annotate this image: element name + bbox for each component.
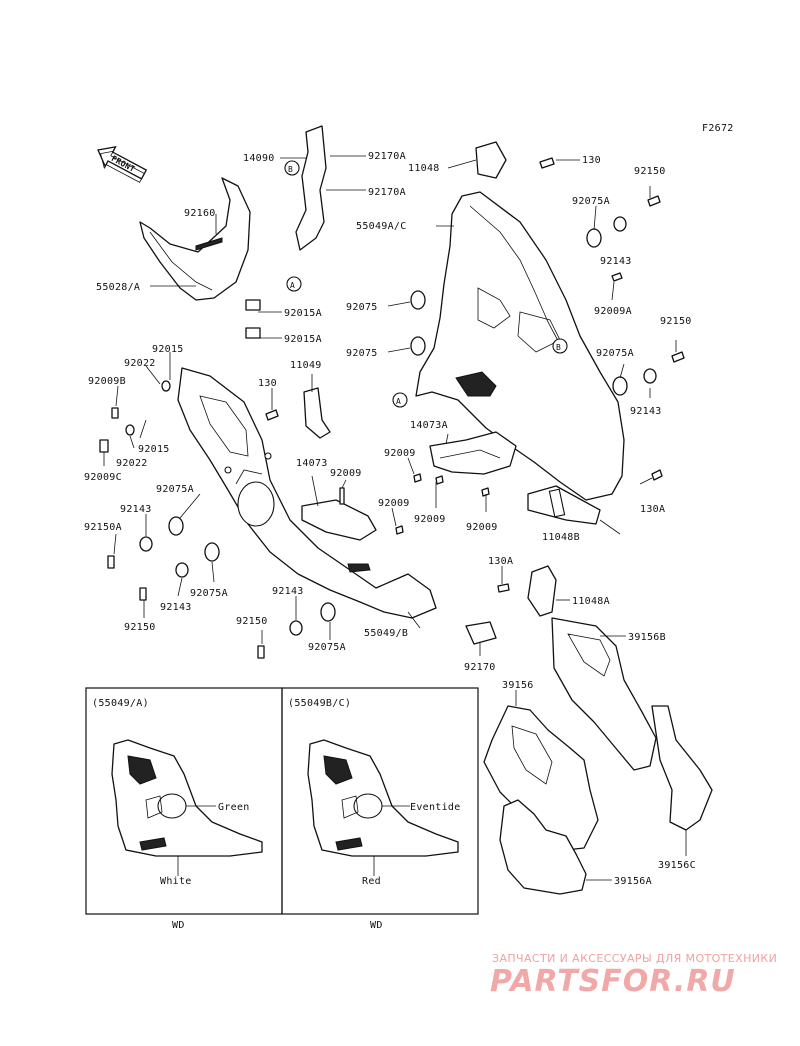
- label-14073: 14073: [296, 458, 328, 469]
- panel-39156A: [499, 799, 587, 895]
- inset-a-color-lower: White: [160, 876, 192, 887]
- bracket-11048B: [527, 485, 601, 525]
- leader-lines: [103, 155, 687, 881]
- label-39156A: 39156A: [614, 876, 652, 887]
- label-130-top: 130: [582, 155, 601, 166]
- label-92075A-l2: 92075A: [190, 588, 228, 599]
- label-92015A-2: 92015A: [284, 334, 322, 345]
- inset-a-color-upper: Green: [218, 802, 250, 813]
- label-92150-b: 92150: [236, 616, 268, 627]
- front-arrow-icon: FRONT: [97, 145, 148, 183]
- label-55028A: 55028/A: [96, 282, 140, 293]
- label-92170A-2: 92170A: [368, 187, 406, 198]
- label-92150-r1: 92150: [634, 166, 666, 177]
- label-92075A-r1: 92075A: [572, 196, 610, 207]
- panel-39156: [483, 705, 599, 851]
- label-92075A-b: 92075A: [308, 642, 346, 653]
- inset-a-caption: WD: [172, 920, 185, 931]
- label-92022-l2: 92022: [116, 458, 148, 469]
- inset-a: (55049/A) Green White: [92, 698, 263, 887]
- label-14090: 14090: [243, 153, 275, 164]
- label-130A-b: 130A: [488, 556, 513, 567]
- label-92075-1: 92075: [346, 302, 378, 313]
- label-92009C: 92009C: [84, 472, 122, 483]
- label-92143-b: 92143: [272, 586, 304, 597]
- callout-b-top: B: [288, 165, 293, 174]
- callout-a-right: A: [396, 397, 401, 406]
- part-labels: 14090 92170A 92170A 92160 55028/A A 9201…: [84, 151, 696, 887]
- front-label: FRONT: [110, 154, 137, 174]
- label-92143-r1: 92143: [600, 256, 632, 267]
- inset-b-title: (55049B/C): [288, 698, 351, 709]
- bracket-11048: [475, 141, 507, 179]
- label-11048A: 11048A: [572, 596, 610, 607]
- label-39156: 39156: [502, 680, 534, 691]
- inset-b-color-upper: Eventide: [410, 802, 461, 813]
- panel-39156C: [651, 705, 713, 831]
- panel-14073A: [429, 431, 517, 475]
- label-92170: 92170: [464, 662, 496, 673]
- clip-92015A-2: [245, 327, 261, 339]
- inset-box-b: [281, 687, 479, 915]
- figure-code: F2672: [702, 123, 734, 134]
- label-92009A: 92009A: [594, 306, 632, 317]
- label-92143-r2: 92143: [630, 406, 662, 417]
- label-39156B: 39156B: [628, 632, 666, 643]
- label-92015-l2: 92015: [138, 444, 170, 455]
- label-92009-b: 92009: [414, 514, 446, 525]
- grommets: [125, 216, 657, 636]
- label-92009B: 92009B: [88, 376, 126, 387]
- watermark-tagline: ЗАПЧАСТИ И АКСЕССУАРЫ ДЛЯ МОТОТЕХНИКИ: [492, 952, 778, 965]
- label-92170A-1: 92170A: [368, 151, 406, 162]
- label-92009-c: 92009: [466, 522, 498, 533]
- label-92150-r2: 92150: [660, 316, 692, 327]
- label-14073A: 14073A: [410, 420, 448, 431]
- bracket-11049: [303, 387, 331, 439]
- watermark-brand-logo: PARTSFOR.RU: [490, 964, 736, 999]
- label-55049B: 55049/B: [364, 628, 408, 639]
- bracket-14073: [301, 499, 377, 541]
- label-92009-m: 92009: [330, 468, 362, 479]
- inset-b-caption: WD: [370, 920, 383, 931]
- label-55049AC: 55049A/C: [356, 221, 407, 232]
- inset-a-title: (55049/A): [92, 698, 149, 709]
- inner-cowl-55028A: [139, 177, 251, 301]
- label-130-mid: 130: [258, 378, 277, 389]
- label-92143-l2: 92143: [160, 602, 192, 613]
- label-92150-l: 92150: [124, 622, 156, 633]
- label-11049: 11049: [290, 360, 322, 371]
- label-11048B: 11048B: [542, 532, 580, 543]
- nut-92170: [465, 621, 497, 645]
- clip-92015A-1: [245, 299, 261, 311]
- bolts: [99, 157, 685, 659]
- label-92015-l1: 92015: [152, 344, 184, 355]
- bracket-14090: B: [284, 125, 327, 251]
- label-92075A-l: 92075A: [156, 484, 194, 495]
- label-92150A: 92150A: [84, 522, 122, 533]
- label-92160: 92160: [184, 208, 216, 219]
- label-92015A-1: 92015A: [284, 308, 322, 319]
- panel-39156B: [551, 617, 657, 771]
- label-92009-m2: 92009: [378, 498, 410, 509]
- label-92075-2: 92075: [346, 348, 378, 359]
- label-92075A-r2: 92075A: [596, 348, 634, 359]
- label-92022-l1: 92022: [124, 358, 156, 369]
- lower-cowl-55049B: [177, 367, 437, 619]
- inset-b: (55049B/C) Eventide Red: [288, 698, 461, 887]
- callout-b-right: B: [556, 343, 561, 352]
- callout-a-left: A: [290, 281, 295, 290]
- bracket-11048A: [527, 565, 557, 617]
- label-130A-r: 130A: [640, 504, 665, 515]
- inset-b-color-lower: Red: [362, 876, 381, 887]
- upper-cowl-55049AC: B A: [392, 191, 625, 501]
- label-11048: 11048: [408, 163, 440, 174]
- label-39156C: 39156C: [658, 860, 696, 871]
- label-92009-a: 92009: [384, 448, 416, 459]
- label-92143-l1: 92143: [120, 504, 152, 515]
